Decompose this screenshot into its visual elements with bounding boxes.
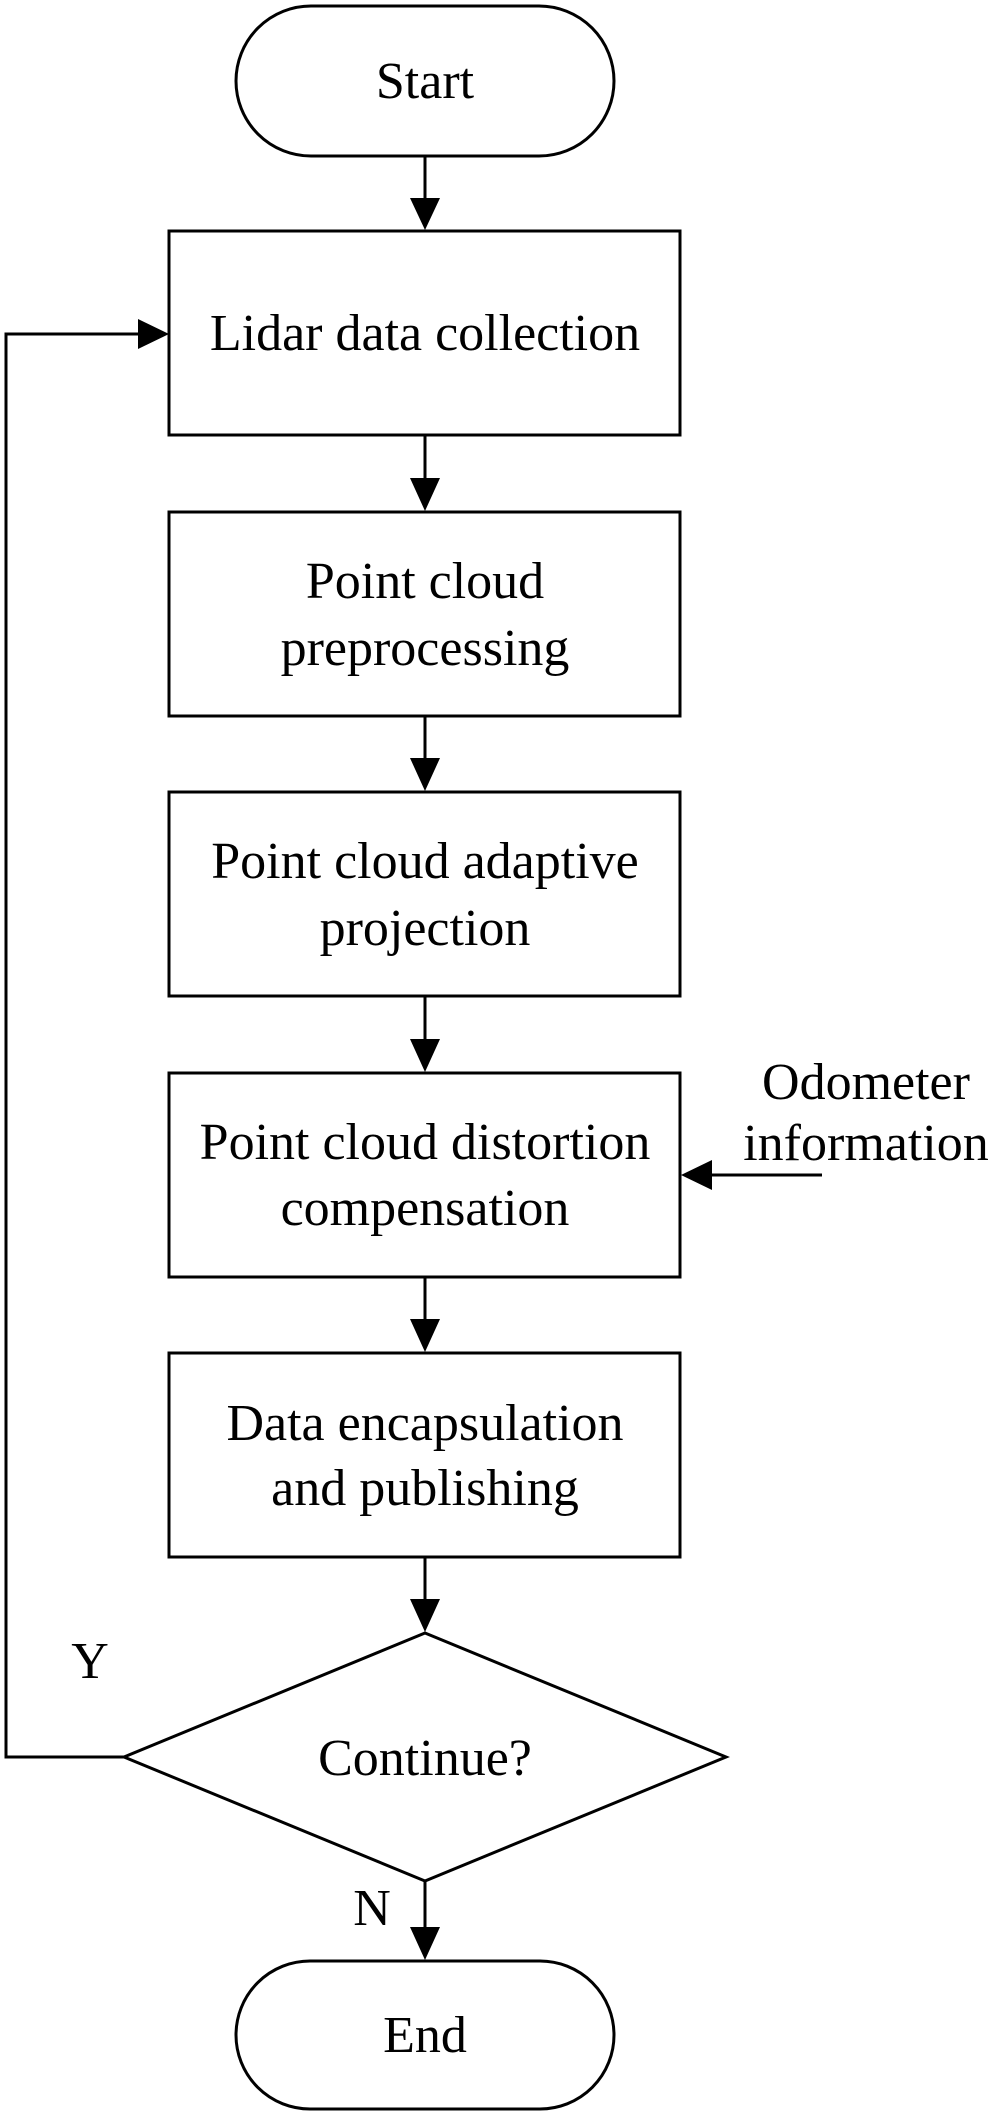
projection-label-line2: projection xyxy=(320,900,531,957)
start-label: Start xyxy=(376,53,475,110)
decision-continue: Continue? xyxy=(120,1631,730,1883)
process-encapsulation-publishing: Data encapsulation and publishing xyxy=(167,1351,682,1559)
start-terminator: Start xyxy=(234,4,616,158)
end-label: End xyxy=(383,2007,467,2064)
decision-label: Continue? xyxy=(318,1730,532,1787)
side-input-odometer: Odometer information xyxy=(681,1054,989,1190)
arrow-start-to-collection xyxy=(410,156,440,230)
no-label: N xyxy=(353,1880,391,1937)
process-distortion-compensation: Point cloud distortion compensation xyxy=(167,1071,682,1279)
process-point-cloud-preprocessing: Point cloud preprocessing xyxy=(167,510,682,718)
end-terminator: End xyxy=(234,1959,616,2111)
odometer-label-line2: information xyxy=(743,1115,989,1172)
odometer-label-line1: Odometer xyxy=(762,1054,970,1111)
compensation-label-line1: Point cloud distortion xyxy=(200,1114,651,1171)
projection-label-line1: Point cloud adaptive xyxy=(211,833,638,890)
preprocessing-label-line2: preprocessing xyxy=(281,620,570,677)
arrow-compensation-to-publishing xyxy=(410,1277,440,1352)
arrow-decision-to-end xyxy=(410,1881,440,1960)
compensation-label-line2: compensation xyxy=(281,1180,570,1237)
arrow-projection-to-compensation xyxy=(410,996,440,1072)
publishing-label-line1: Data encapsulation xyxy=(226,1395,623,1452)
yes-label: Y xyxy=(71,1633,109,1690)
arrow-collection-to-preprocessing xyxy=(410,435,440,511)
process-lidar-data-collection: Lidar data collection xyxy=(167,229,682,437)
collection-label: Lidar data collection xyxy=(210,305,640,362)
arrow-preprocessing-to-projection xyxy=(410,716,440,791)
preprocessing-label-line1: Point cloud xyxy=(306,553,544,610)
process-adaptive-projection: Point cloud adaptive projection xyxy=(167,790,682,998)
arrow-publishing-to-decision xyxy=(410,1557,440,1632)
loop-back-arrow-yes xyxy=(4,319,169,1759)
publishing-label-line2: and publishing xyxy=(271,1460,579,1517)
